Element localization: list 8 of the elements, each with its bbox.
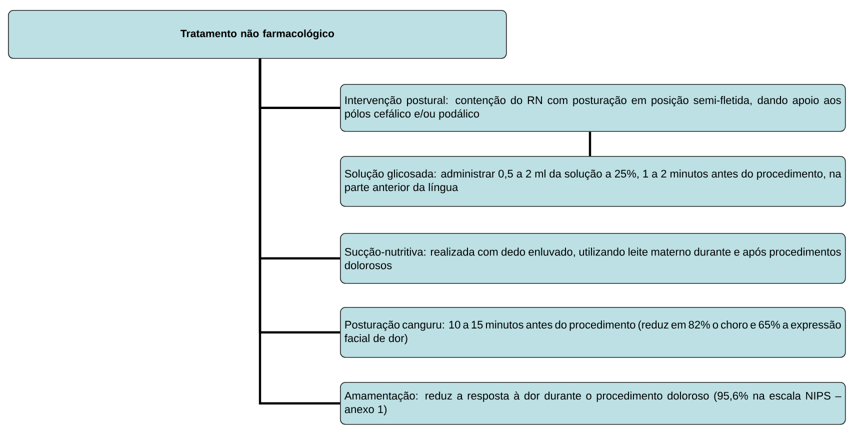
connector-line xyxy=(258,58,340,404)
step-box: Posturação canguru: 10 a 15 minutos antes do procedimento (reduz em 82% o choro e 65% a expressão facial de dor) xyxy=(340,307,846,358)
step-box: Amamentação: reduz a resposta à dor durante o procedimento doloroso (95,6% na escala NIPS – anexo 1) xyxy=(340,382,846,425)
connector-line xyxy=(588,132,592,156)
step-box: Intervenção postural: contenção do RN com posturação em posição semi-fletida, dando apoio aos pólos cefálico e/ou podálico xyxy=(340,84,846,132)
title-box: Tratamento não farmacológico xyxy=(8,10,507,59)
step-box: Solução glicosada: administrar 0,5 a 2 ml da solução a 25%, 1 a 2 minutos antes do procedimento, na parte anterior da língua xyxy=(340,156,846,207)
step-box: Sucção-nutritiva: realizada com dedo enluvado, utilizando leite materno durante e após procedimentos dolorosos xyxy=(340,233,846,284)
